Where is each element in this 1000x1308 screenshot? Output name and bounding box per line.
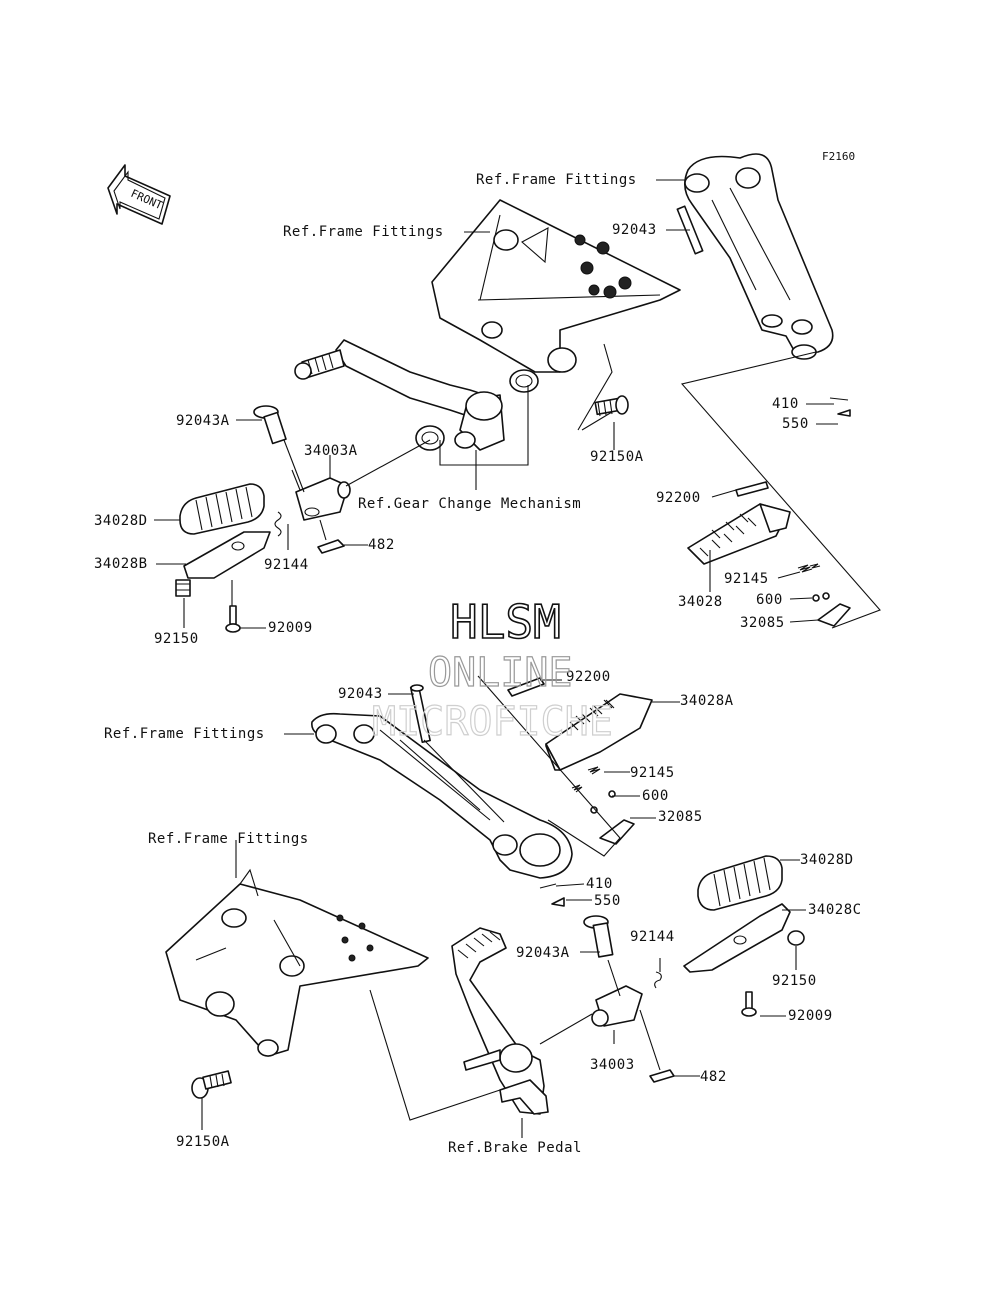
- label-34028: 34028: [678, 594, 723, 610]
- watermark: HLSM ONLINE MICROFICHE: [371, 594, 613, 745]
- label-ref-frame-fittings-1: Ref.Frame Fittings: [476, 172, 637, 188]
- label-32085-top: 32085: [740, 615, 785, 631]
- label-92150-right: 92150: [772, 973, 817, 989]
- brake-pedal: [451, 927, 549, 1115]
- label-ref-gear-change: Ref.Gear Change Mechanism: [358, 496, 581, 512]
- pin-92043-mid: [409, 684, 431, 743]
- label-ref-brake-pedal: Ref.Brake Pedal: [448, 1140, 582, 1156]
- rider-footrest-plate-left: [431, 199, 681, 373]
- label-410-mid: 410: [586, 876, 613, 892]
- plate-482-left: [317, 539, 345, 554]
- part-labels: Ref.Frame Fittings 92043 Ref.Frame Fitti…: [94, 172, 862, 1156]
- label-34003: 34003: [590, 1057, 635, 1073]
- label-92009-right: 92009: [788, 1008, 833, 1024]
- label-550-top: 550: [782, 416, 809, 432]
- rider-footrest-plate-right: [165, 868, 429, 1057]
- label-34028A: 34028A: [680, 693, 734, 709]
- bolt-92009-right: [741, 991, 757, 1017]
- bolt-92150A-low: [191, 1070, 232, 1099]
- footpeg-34028B: [183, 531, 271, 579]
- label-92150A-low: 92150A: [176, 1134, 230, 1150]
- label-ref-frame-fittings-2: Ref.Frame Fittings: [283, 224, 444, 240]
- leader-lines: [154, 179, 881, 1138]
- label-92144-right: 92144: [630, 929, 675, 945]
- bolt-92009-left: [225, 605, 241, 633]
- watermark-line-3: MICROFICHE: [372, 699, 613, 745]
- spring-92144-right: [654, 971, 662, 989]
- footpeg-34028C: [683, 903, 791, 973]
- label-92200-top: 92200: [656, 490, 701, 506]
- passenger-footrest-bracket-left: [311, 712, 573, 879]
- label-92043-mid: 92043: [338, 686, 383, 702]
- spring-92145-mid: [571, 766, 601, 793]
- footpeg-rubber-34028D-left: [179, 483, 265, 535]
- plate-482-right: [649, 1069, 675, 1083]
- washer-collar: [415, 369, 539, 451]
- watermark-line-2: ONLINE: [428, 650, 573, 696]
- label-92144-left: 92144: [264, 557, 309, 573]
- label-34028C: 34028C: [808, 902, 862, 918]
- label-34003A: 34003A: [304, 443, 358, 459]
- bolt-92150-left: [175, 579, 191, 597]
- washer-92200-mid: [507, 677, 545, 697]
- label-600-mid: 600: [642, 788, 669, 804]
- label-482-left: 482: [368, 537, 395, 553]
- footpeg-34028A: [545, 693, 653, 771]
- detent-32085-mid: [599, 819, 635, 845]
- rider-footrest-bracket-right: [684, 153, 834, 360]
- label-92150A-top: 92150A: [590, 449, 644, 465]
- spring-92145-top: [797, 563, 821, 573]
- label-34028D-right: 34028D: [800, 852, 854, 868]
- label-92145-top: 92145: [724, 571, 769, 587]
- front-arrow-icon: FRONT: [107, 164, 171, 225]
- bolt-92150-right: [787, 930, 805, 946]
- label-92145-mid: 92145: [630, 765, 675, 781]
- washer-92200-top: [735, 481, 769, 497]
- cotter-410-top: [829, 397, 851, 417]
- pin-92043A-low: [583, 915, 614, 958]
- label-550-mid: 550: [594, 893, 621, 909]
- label-92043A-left: 92043A: [176, 413, 230, 429]
- watermark-line-1: HLSM: [450, 595, 561, 649]
- label-92043A-low: 92043A: [516, 945, 570, 961]
- bracket-34003: [591, 985, 643, 1027]
- figure-code: F2160: [822, 150, 855, 163]
- label-34028B: 34028B: [94, 556, 148, 572]
- label-34028D-left: 34028D: [94, 513, 148, 529]
- ball-600-top: [812, 592, 830, 602]
- label-ref-frame-fittings-3: Ref.Frame Fittings: [104, 726, 265, 742]
- pin-92043A-left: [253, 405, 287, 445]
- bracket-34003A: [295, 477, 351, 521]
- label-92150-left: 92150: [154, 631, 199, 647]
- label-600-top: 600: [756, 592, 783, 608]
- footpeg-34028: [687, 503, 791, 565]
- label-32085-mid: 32085: [658, 809, 703, 825]
- shift-pivot-bolt: [454, 391, 505, 451]
- detent-32085-top: [817, 603, 851, 627]
- label-92009-left: 92009: [268, 620, 313, 636]
- label-410-top: 410: [772, 396, 799, 412]
- spring-92144-left: [274, 511, 282, 537]
- label-ref-frame-fittings-4: Ref.Frame Fittings: [148, 831, 309, 847]
- label-482-right: 482: [700, 1069, 727, 1085]
- label-92043-top: 92043: [612, 222, 657, 238]
- cotter-410-mid: [539, 883, 565, 907]
- bolt-92150A-top: [594, 395, 629, 417]
- label-92200-mid: 92200: [566, 669, 611, 685]
- footpeg-rubber-34028D-right: [697, 855, 783, 911]
